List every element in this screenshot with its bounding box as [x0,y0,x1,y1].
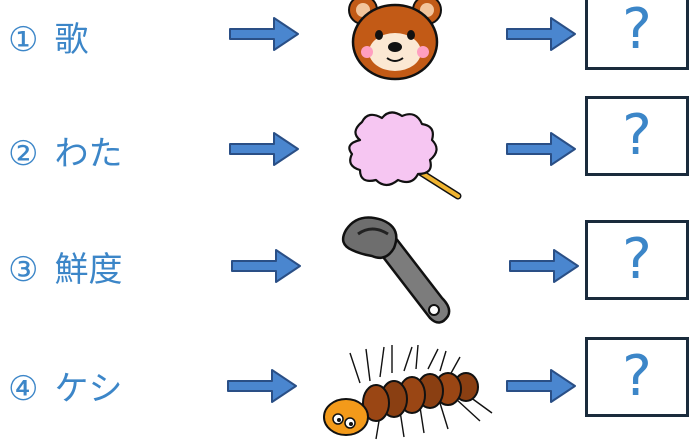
row-word: 歌 [54,20,89,60]
quiz-row-3: ③ 鮮度 ? [0,216,700,330]
right-arrow-icon [229,17,299,51]
answer-box[interactable]: ? [585,220,689,300]
bear-face-icon [348,0,442,81]
right-arrow-icon [229,132,299,166]
question-mark: ? [622,0,652,62]
right-arrow-icon [227,369,297,403]
question-mark: ? [622,344,652,409]
right-arrow-icon [506,369,576,403]
row-label: ② わた [8,126,122,175]
row-number: ① [8,20,39,60]
answer-box[interactable]: ? [585,96,689,176]
shoehorn-icon [341,216,451,324]
row-word: 鮮度 [54,250,123,290]
row-word: わた [54,134,123,174]
answer-box[interactable]: ? [585,0,689,70]
right-arrow-icon [506,17,576,51]
quiz-row-2: ② わた ? [0,96,700,220]
quiz-row-4: ④ ケシ ? [0,333,700,443]
right-arrow-icon [231,249,301,283]
caterpillar-icon [323,344,493,440]
row-number: ② [8,134,39,174]
row-word: ケシ [54,369,123,409]
row-label: ③ 鮮度 [8,242,122,291]
row-number: ③ [8,250,39,290]
row-label: ④ ケシ [8,361,122,410]
right-arrow-icon [506,132,576,166]
question-mark: ? [622,227,652,292]
cotton-candy-icon [348,111,462,200]
question-mark: ? [622,103,652,168]
row-number: ④ [8,369,39,409]
answer-box[interactable]: ? [585,337,689,417]
right-arrow-icon [509,249,579,283]
